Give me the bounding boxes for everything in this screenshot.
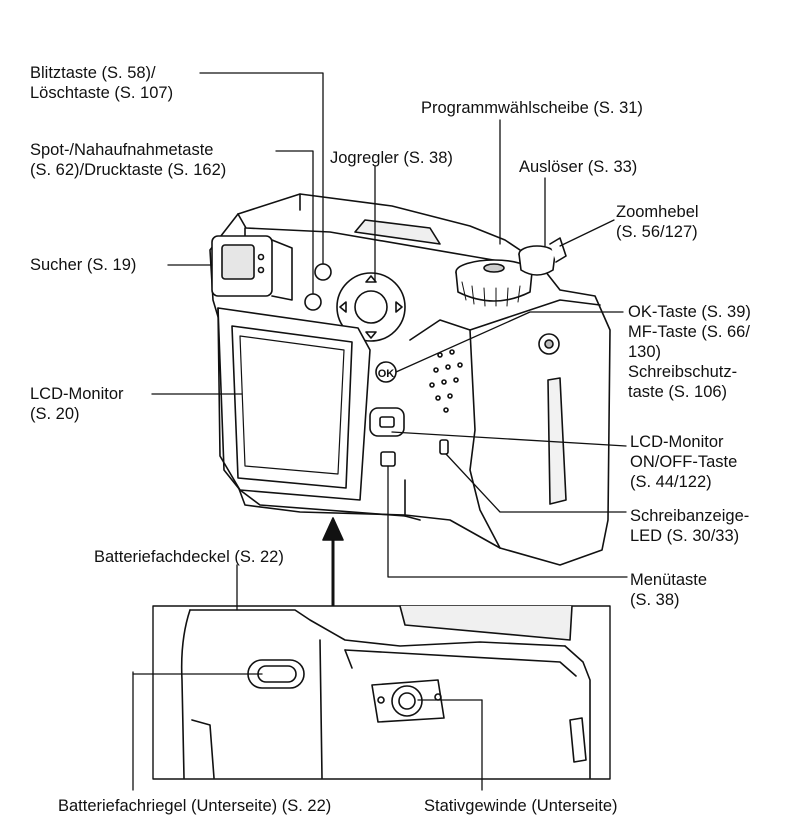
jog-dial-drawing: [336, 272, 406, 342]
bottom-view-frame: [152, 605, 611, 780]
grip-drawing: [409, 319, 501, 549]
label-schreibanzeige-led: Schreibanzeige- LED (S. 30/33): [630, 507, 750, 545]
viewfinder-drawing: [211, 235, 293, 301]
label-batteriefachdeckel: Batteriefachdeckel (S. 22): [94, 548, 284, 566]
label-lcd-monitor: LCD-Monitor (S. 20): [30, 385, 124, 423]
label-sucher: Sucher (S. 19): [30, 256, 137, 274]
shutter-zoom-drawing: [518, 237, 567, 276]
label-programmwaehlscheibe: Programmwählscheibe (S. 31): [421, 99, 643, 117]
label-ausloeser: Auslöser (S. 33): [519, 158, 638, 176]
label-batteriefachriegel: Batteriefachriegel (Unterseite) (S. 22): [58, 797, 332, 815]
label-blitztaste: Blitztaste (S. 58)/ Löschtaste (S. 107): [30, 64, 174, 102]
bottom-view-drawing: [180, 605, 591, 779]
flash-button-drawing: [314, 263, 332, 281]
lcd-panel-drawing: [217, 307, 371, 501]
leader-lines: [132, 72, 628, 791]
label-zoomhebel: Zoomhebel (S. 56/127): [616, 203, 699, 241]
label-ok-taste: OK-Taste (S. 39) MF-Taste (S. 66/ 130) S…: [628, 303, 751, 401]
label-lcd-onoff-taste: LCD-Monitor ON/OFF-Taste (S. 44/122): [630, 433, 738, 491]
label-menuetaste: Menütaste (S. 38): [630, 571, 708, 609]
spot-button-drawing: [304, 293, 322, 311]
write-led-drawing: [439, 439, 449, 455]
mode-dial-drawing: [455, 259, 533, 307]
ok-button-text: OK: [378, 368, 395, 380]
view-arrow-head: [322, 517, 344, 541]
label-spot-nahaufnahmetaste: Spot-/Nahaufnahmetaste (S. 62)/Drucktast…: [30, 141, 227, 179]
lcd-onoff-button-drawing: [369, 407, 405, 437]
speaker-holes: [429, 349, 463, 413]
label-stativgewinde: Stativgewinde (Unterseite): [424, 797, 618, 815]
label-jogregler: Jogregler (S. 38): [330, 149, 453, 167]
menu-button-drawing: [380, 451, 396, 467]
